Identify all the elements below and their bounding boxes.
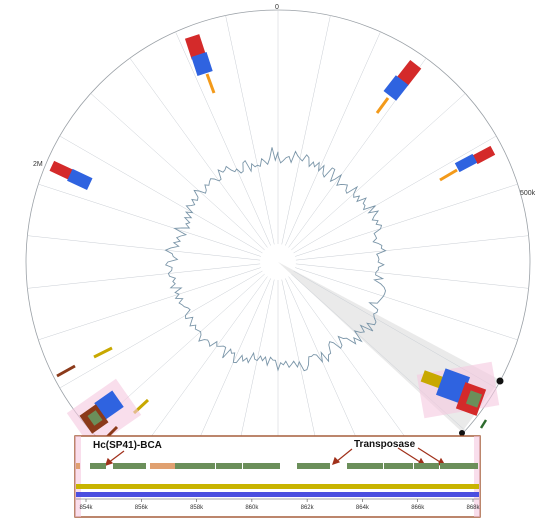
- feature-cluster-top: [184, 34, 216, 94]
- spoke: [295, 235, 529, 261]
- feature-cluster-right: [439, 145, 496, 182]
- feature-red: [396, 60, 422, 86]
- zoom-axis-tick-label: 862k: [301, 505, 315, 511]
- spoke: [38, 267, 261, 341]
- track-blue: [76, 492, 479, 497]
- spoke: [291, 93, 466, 251]
- spoke: [295, 263, 529, 289]
- feature-cluster-left: [49, 160, 93, 190]
- feature-orange: [205, 73, 216, 94]
- gene-blocks: [76, 463, 478, 469]
- feature-orange: [375, 97, 390, 114]
- gene-block: [216, 463, 242, 469]
- feature-blue: [94, 390, 124, 420]
- hc-label: Hc(SP41)-BCA: [93, 440, 162, 451]
- spoke: [293, 135, 497, 254]
- gene-block: [90, 463, 106, 469]
- feature-blue: [454, 153, 478, 173]
- feature-brown-lower-left: [56, 364, 76, 378]
- gc-content-trace: [164, 147, 387, 372]
- spoke: [288, 276, 427, 467]
- spokes: [27, 10, 529, 514]
- feature-red: [184, 34, 207, 60]
- gene-block: [414, 463, 439, 469]
- feature-cluster-bottom-right: [416, 361, 504, 436]
- ring-tick-500k: 500k: [520, 190, 536, 197]
- zoom-axis-tick-label: 860k: [245, 505, 259, 511]
- zoom-axis-tick-label: 854k: [79, 505, 93, 511]
- spoke: [38, 183, 261, 257]
- zoom-anchor-dot-bottom: [459, 430, 465, 436]
- feature-red: [472, 145, 496, 165]
- feature-blue: [383, 75, 409, 101]
- zoom-panel: Hc(SP41)-BCA Transposase 854k 856k 858k 860…: [74, 435, 481, 518]
- feature-green-tick: [479, 419, 488, 429]
- zoom-panel-pink-band-left: [75, 436, 81, 517]
- feature-cluster-bottom-left: [66, 378, 142, 450]
- zoom-axis: 854k 856k 858k 860k 862k 864k 866k 868k: [76, 498, 481, 511]
- feature-red: [49, 160, 75, 181]
- gene-block: [384, 463, 413, 469]
- gene-block: [76, 463, 80, 469]
- spoke: [90, 93, 265, 251]
- feature-blue: [191, 52, 213, 76]
- zoom-axis-tick-label: 866k: [411, 505, 425, 511]
- spoke: [295, 183, 518, 257]
- feature-green: [465, 390, 483, 408]
- gene-block: [297, 463, 330, 469]
- ring-tick-2M: 2M: [33, 161, 43, 168]
- spoke: [175, 31, 271, 246]
- feature-green: [87, 410, 103, 426]
- gene-block: [440, 463, 478, 469]
- spoke: [225, 15, 275, 245]
- ring-tick-0: 0: [275, 4, 279, 11]
- feature-orange: [439, 168, 458, 182]
- spoke: [129, 57, 268, 248]
- gene-block: [113, 463, 146, 469]
- zoom-axis-tick-label: 864k: [356, 505, 370, 511]
- spoke: [285, 31, 381, 246]
- spoke: [59, 135, 263, 254]
- gene-block: [150, 463, 175, 469]
- zoom-panel-pink-band-right: [474, 436, 480, 517]
- spoke: [129, 276, 268, 467]
- spoke: [27, 263, 261, 289]
- spoke: [27, 235, 261, 261]
- track-olive: [76, 484, 479, 489]
- spoke: [295, 267, 518, 341]
- feature-blue: [67, 168, 93, 190]
- gene-block: [243, 463, 280, 469]
- spoke: [59, 270, 263, 389]
- feature-cluster-top-right: [375, 60, 422, 114]
- zoom-axis-tick-label: 858k: [190, 505, 204, 511]
- feature-olive-lower-left: [93, 346, 113, 359]
- zoom-anchor-dot-top: [496, 377, 504, 385]
- zoom-axis-tick-label: 856k: [135, 505, 149, 511]
- gene-block: [347, 463, 383, 469]
- gene-block: [175, 463, 215, 469]
- transposase-label: Transposase: [354, 439, 416, 450]
- zoom-panel-frame: [74, 435, 481, 518]
- zoom-axis-tick-label: 868k: [466, 505, 480, 511]
- spoke: [281, 15, 331, 245]
